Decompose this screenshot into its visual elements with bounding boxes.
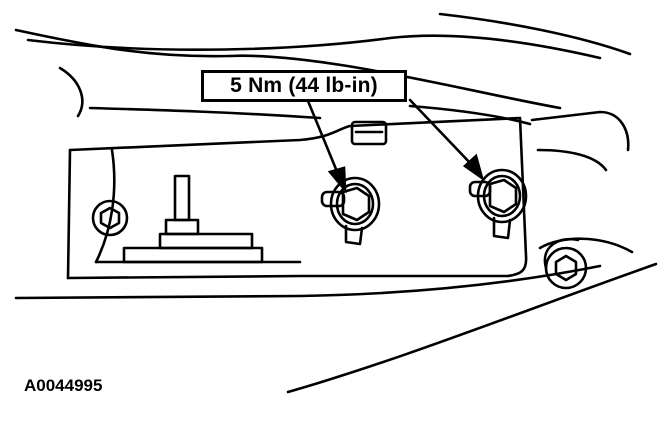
lower-sweep-line xyxy=(286,262,658,394)
nut-1-tab xyxy=(344,224,364,246)
upper-housing-contour-3 xyxy=(26,34,602,60)
nut-2-hex xyxy=(488,178,518,214)
right-flange xyxy=(530,110,630,152)
lower-body-contour xyxy=(14,264,602,300)
leader-line-right xyxy=(408,98,474,167)
right-lower-bolt-outer xyxy=(544,246,588,290)
nut-2-tab xyxy=(492,216,512,240)
figure-id: A0044995 xyxy=(24,376,103,395)
bolt-icon xyxy=(320,190,346,208)
right-lower-hex-socket xyxy=(554,254,578,282)
bracket-top-edge xyxy=(68,116,522,152)
bracket-right-edge xyxy=(506,116,528,278)
base-plate xyxy=(122,246,264,264)
hex-socket-bolt-icon xyxy=(99,206,121,230)
upper-housing-contour-1 xyxy=(14,28,232,58)
right-top-contour xyxy=(438,12,632,56)
torque-callout-box: 5 Nm (44 lb-in) xyxy=(201,70,407,102)
right-lower-bolt-arc xyxy=(543,237,580,270)
left-bolt-outer xyxy=(91,199,129,237)
nut-2-stud xyxy=(468,180,492,198)
upper-rib-curve xyxy=(58,66,84,118)
center-boss xyxy=(350,120,388,146)
right-flange-2 xyxy=(536,148,608,172)
base-plate-top xyxy=(158,232,254,250)
leader-arrowhead-right xyxy=(462,153,485,182)
torque-spec-label: 5 Nm (44 lb-in) xyxy=(230,74,378,97)
nut-1-washer xyxy=(329,176,381,232)
stud-collar xyxy=(164,218,200,236)
bracket-left-edge xyxy=(66,148,72,280)
nut-1-hex xyxy=(341,186,371,222)
stud-shaft xyxy=(173,174,191,222)
nut-1-washer-inner xyxy=(335,182,375,226)
lower-right-curve xyxy=(538,237,634,254)
leader-arrow-icon xyxy=(306,99,340,176)
upper-rib-curve-2 xyxy=(88,106,322,120)
leader-arrowhead-left xyxy=(327,166,347,194)
bracket-bottom-edge xyxy=(66,274,510,280)
